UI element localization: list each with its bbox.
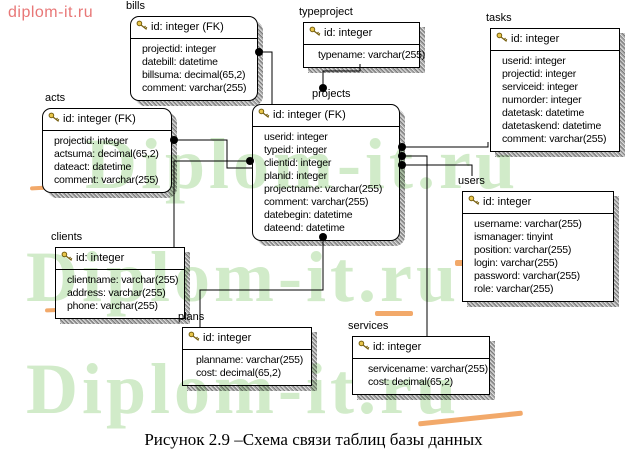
field: datetaskend: datetime xyxy=(502,120,602,132)
key-icon xyxy=(136,20,148,35)
field: username: varchar(255) xyxy=(474,218,582,230)
table-services-title: services xyxy=(348,320,389,332)
table-clients-pk-row: id: integer xyxy=(56,248,184,270)
field: projectid: integer xyxy=(502,68,577,80)
table-tasks: tasks id: integer userid: integer projec… xyxy=(486,12,625,157)
table-tasks-pk-row: id: integer xyxy=(491,29,619,51)
key-icon xyxy=(61,251,73,266)
field: userid: integer xyxy=(502,55,566,67)
field: clientname: varchar(255) xyxy=(67,274,179,286)
field: comment: varchar(255) xyxy=(54,174,159,186)
table-projects-pk-row: id: integer (FK) xyxy=(253,105,399,127)
table-acts: acts id: integer (FK) projectid: integer… xyxy=(42,92,177,198)
field: login: varchar(255) xyxy=(474,257,558,269)
table-plans-title: plans xyxy=(178,311,205,323)
field: datebegin: datetime xyxy=(264,209,353,221)
table-bills-title: bills xyxy=(126,0,145,12)
table-acts-title: acts xyxy=(45,92,66,104)
pk-field: id: integer xyxy=(373,341,422,353)
table-typeproject-pk-row: id: integer xyxy=(304,23,419,45)
field: numorder: integer xyxy=(502,94,582,106)
pk-field: id: integer (FK) xyxy=(63,113,136,125)
field: userid: integer xyxy=(264,131,328,143)
field: address: varchar(255) xyxy=(67,287,166,299)
table-plans-pk-row: id: integer xyxy=(183,328,311,350)
pk-field: id: integer xyxy=(203,332,252,344)
table-services: services id: integer servicename: varcha… xyxy=(348,320,495,400)
table-bills: bills id: integer (FK) projectid: intege… xyxy=(126,0,263,106)
table-bills-pk-row: id: integer (FK) xyxy=(131,17,257,39)
field: position: varchar(255) xyxy=(474,244,572,256)
field: role: varchar(255) xyxy=(474,283,554,295)
field: servicename: varchar(255) xyxy=(368,363,488,375)
table-clients: clients id: integer clientname: varchar(… xyxy=(51,231,190,324)
link-clients-projects xyxy=(173,160,252,247)
table-typeproject-title: typeproject xyxy=(299,6,353,18)
table-users-pk-row: id: integer xyxy=(463,192,613,214)
pk-field: id: integer xyxy=(324,27,373,39)
field: projectid: integer xyxy=(142,43,217,55)
field: typeid: integer xyxy=(264,144,327,156)
table-typeproject: typeproject id: integer typename: varcha… xyxy=(299,6,426,73)
figure-caption: Рисунок 2.9 –Схема связи таблиц базы дан… xyxy=(144,430,483,449)
field: projectid: integer xyxy=(54,135,129,147)
table-tasks-title: tasks xyxy=(486,12,512,24)
key-icon xyxy=(468,195,480,210)
key-icon xyxy=(258,108,270,123)
field: serviceid: integer xyxy=(502,81,578,93)
key-icon xyxy=(188,331,200,346)
table-projects: projects id: integer (FK) userid: intege… xyxy=(252,88,405,246)
watermark-underline xyxy=(418,410,523,427)
field: datebill: datetime xyxy=(142,56,218,68)
table-projects-title: projects xyxy=(312,88,351,100)
field: cost: decimal(65,2) xyxy=(368,376,453,388)
key-icon xyxy=(496,32,508,47)
table-services-pk-row: id: integer xyxy=(353,337,489,359)
field: projectname: varchar(255) xyxy=(264,183,383,195)
key-icon xyxy=(358,340,370,355)
field: planname: varchar(255) xyxy=(196,354,304,366)
table-plans: plans id: integer planname: varchar(255)… xyxy=(178,311,317,391)
watermark-small-red: diplom-it.ru xyxy=(8,4,94,21)
field: actsuma: decimal(65,2) xyxy=(54,148,159,160)
field: ismanager: tinyint xyxy=(474,231,553,243)
field: datetask: datetime xyxy=(502,107,585,119)
field: comment: varchar(255) xyxy=(502,133,607,145)
table-users-title: users xyxy=(458,175,485,187)
field: password: varchar(255) xyxy=(474,270,580,282)
field: planid: integer xyxy=(264,170,327,182)
field: typename: varchar(255) xyxy=(318,49,426,61)
pk-field: id: integer xyxy=(483,196,532,208)
field: comment: varchar(255) xyxy=(142,82,247,94)
pk-field: id: integer (FK) xyxy=(273,109,346,121)
table-users: users id: integer username: varchar(255)… xyxy=(458,175,619,307)
link-acts-projects xyxy=(172,139,252,169)
field: dateend: datetime xyxy=(264,222,345,234)
field: cost: decimal(65,2) xyxy=(196,367,281,379)
field: clientid: integer xyxy=(264,157,332,169)
field: billsuma: decimal(65,2) xyxy=(142,69,246,81)
field: comment: varchar(255) xyxy=(264,196,369,208)
key-icon xyxy=(309,26,321,41)
key-icon xyxy=(48,112,60,127)
pk-field: id: integer xyxy=(511,33,560,45)
pk-field: id: integer xyxy=(76,252,125,264)
field: dateact: datetime xyxy=(54,161,132,173)
field: phone: varchar(255) xyxy=(67,300,158,312)
pk-field: id: integer (FK) xyxy=(151,21,224,33)
table-acts-pk-row: id: integer (FK) xyxy=(43,109,171,131)
table-clients-title: clients xyxy=(51,231,83,243)
watermark-underline xyxy=(375,311,413,316)
link-projects-tasks xyxy=(400,142,489,148)
